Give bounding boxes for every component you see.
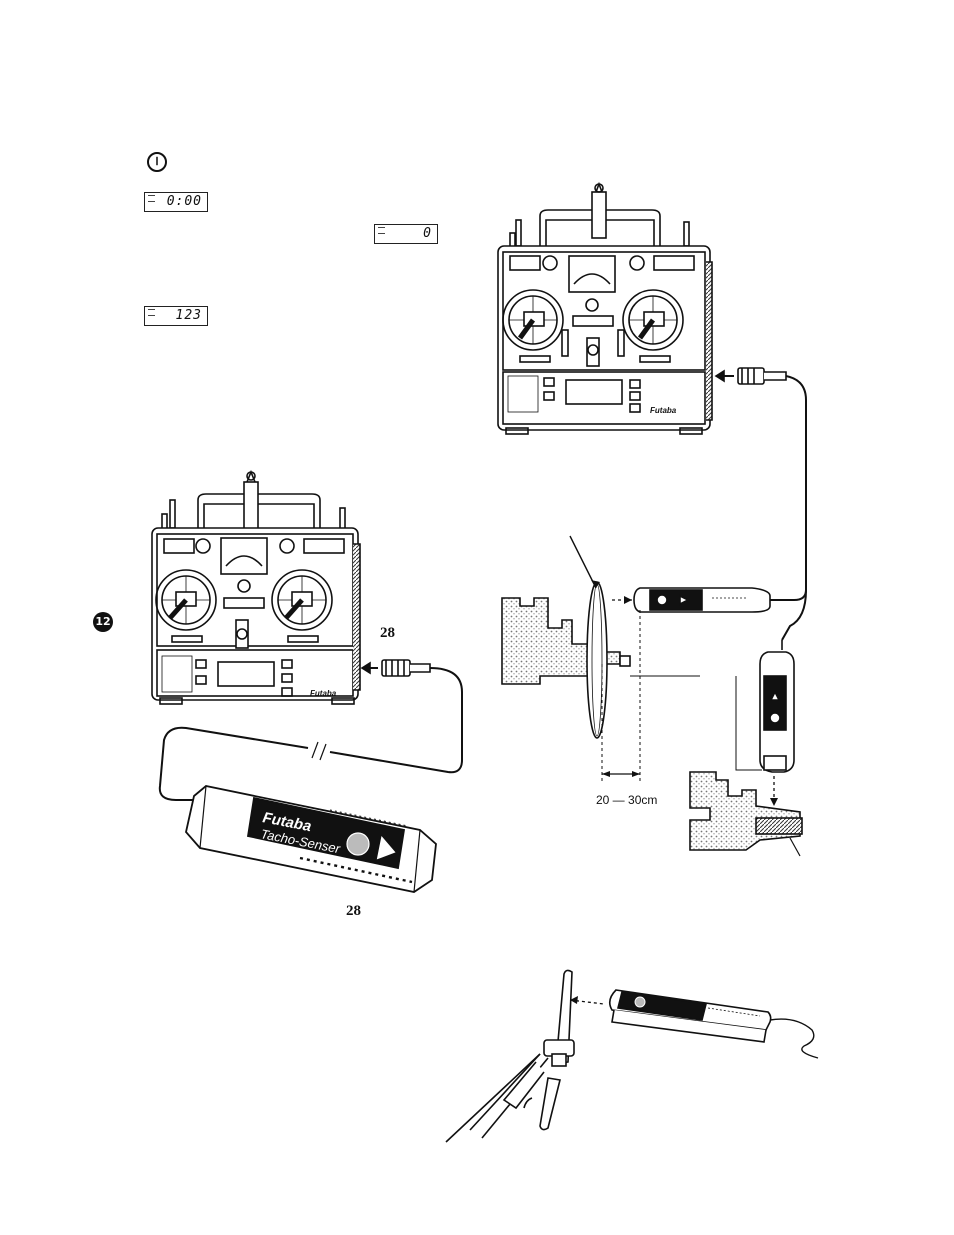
connector-plug-middle bbox=[360, 659, 431, 677]
connector-plug-top bbox=[714, 367, 787, 385]
cable-top bbox=[770, 375, 807, 601]
step-marker-icon: Ⅰ bbox=[147, 152, 167, 172]
lcd-display-timer: 0:00 bbox=[144, 192, 208, 212]
tacho-sensor-vertical bbox=[759, 640, 795, 773]
distance-label: 20 — 30cm bbox=[596, 793, 657, 807]
tacho-sensor-horizontal bbox=[633, 587, 771, 613]
brand-label-middle: Futaba bbox=[310, 689, 337, 698]
brand-label-top: Futaba bbox=[650, 406, 677, 415]
transmitter-middle-illustration bbox=[151, 469, 361, 705]
lcd-digits: 0:00 bbox=[166, 194, 202, 209]
engine-top-view bbox=[689, 771, 803, 857]
step-12-icon: 12 bbox=[93, 612, 113, 632]
lcd-indicator bbox=[378, 227, 385, 239]
step-12-label: 12 bbox=[95, 615, 111, 628]
tacho-sensor-helicopter bbox=[608, 989, 772, 1043]
cable-middle bbox=[329, 667, 463, 774]
step-marker-label: Ⅰ bbox=[155, 156, 159, 168]
lcd-indicator bbox=[148, 309, 155, 321]
transmitter-top-illustration bbox=[497, 181, 713, 435]
tacho-sensor-large bbox=[185, 785, 437, 893]
figure-ref-top: 28 bbox=[380, 625, 395, 641]
lcd-display-123: 123 bbox=[144, 306, 208, 326]
engine-propeller-side bbox=[501, 581, 631, 739]
figure-ref-bottom: 28 bbox=[346, 903, 361, 919]
lcd-display-zero: 0 bbox=[374, 224, 438, 244]
helicopter-rotor-illustration bbox=[445, 969, 575, 1143]
lcd-digits: 0 bbox=[423, 226, 432, 241]
lcd-indicator bbox=[148, 195, 155, 207]
lcd-digits: 123 bbox=[175, 308, 202, 323]
